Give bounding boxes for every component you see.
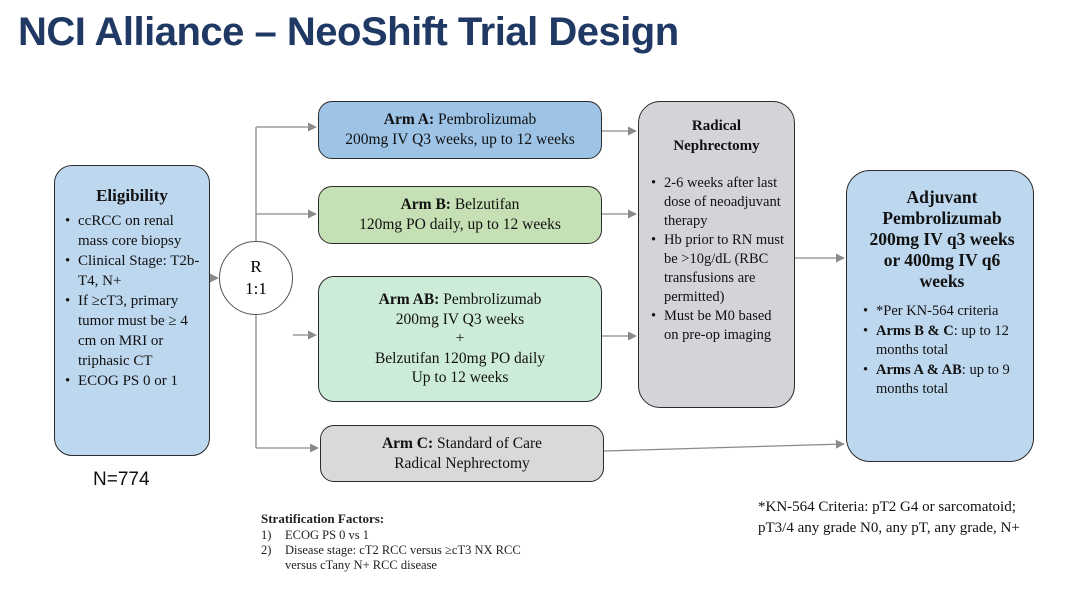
eligibility-item: ccRCC on renal mass core biopsy	[61, 211, 203, 251]
arm-a-dose: 200mg IV Q3 weeks, up to 12 weeks	[345, 131, 575, 148]
footnote-line: pT3/4 any grade N0, any pT, any grade, N…	[758, 520, 1020, 536]
adjuvant-title-line: weeks	[919, 271, 965, 291]
arm-c-name: Arm C:	[381, 435, 434, 452]
eligibility-item: ECOG PS 0 or 1	[61, 371, 203, 391]
stratification-title: Stratification Factors:	[261, 511, 385, 526]
randomization-circle: R 1:1	[219, 241, 293, 315]
arm-ab-box: Arm AB: Pembrolizumab 200mg IV Q3 weeks …	[318, 276, 602, 402]
stratification-text: ECOG PS 0 vs 1	[285, 528, 370, 542]
arm-b-drug: Belzutifan	[450, 196, 520, 213]
arm-ab-name: Arm AB:	[378, 291, 440, 308]
adjuvant-item-arms: Arms A & AB	[876, 362, 962, 378]
nephrectomy-item: Must be M0 based on pre-op imaging	[647, 307, 786, 345]
randomization-ratio: 1:1	[245, 279, 267, 298]
adjuvant-title: Adjuvant Pembrolizumab 200mg IV q3 weeks…	[859, 187, 1025, 292]
nephrectomy-item: 2-6 weeks after last dose of neoadjuvant…	[647, 174, 786, 231]
adjuvant-box: Adjuvant Pembrolizumab 200mg IV q3 weeks…	[846, 170, 1034, 462]
stratification-number: 2)	[261, 543, 272, 557]
arm-ab-drug-2: Belzutifan 120mg PO daily	[374, 349, 546, 367]
nephrectomy-item: Hb prior to RN must be >10g/dL (RBC tran…	[647, 231, 786, 307]
adjuvant-item: Arms A & AB: up to 9 months total	[859, 361, 1025, 399]
stratification-factors: Stratification Factors: 1) ECOG PS 0 vs …	[261, 511, 530, 573]
adjuvant-item-duration: : up to 12 months total	[876, 323, 1009, 358]
adjuvant-title-line: 200mg IV q3 weeks	[869, 229, 1015, 249]
adjuvant-item-arms: Arms B & C	[876, 323, 954, 339]
sample-size: N=774	[93, 469, 150, 490]
arm-ab-plus: +	[455, 330, 465, 347]
kn564-footnote: *KN-564 Criteria: pT2 G4 or sarcomatoid;…	[758, 497, 1020, 539]
stratification-number: 1)	[261, 528, 272, 542]
eligibility-item: Clinical Stage: T2b-T4, N+	[61, 251, 203, 291]
arm-b-name: Arm B:	[400, 196, 451, 213]
adjuvant-list: *Per KN-564 criteria Arms B & C: up to 1…	[859, 302, 1025, 399]
arm-b-box: Arm B: Belzutifan 120mg PO daily, up to …	[318, 186, 602, 244]
stratification-item: 1) ECOG PS 0 vs 1	[261, 528, 530, 543]
adjuvant-item-duration: : up to 9 months total	[876, 362, 1010, 397]
stratification-text: Disease stage: cT2 RCC versus ≥cT3 NX RC…	[285, 543, 521, 572]
arm-c-to-adjuvant-arrow	[603, 439, 845, 452]
arm-c-box: Arm C: Standard of Care Radical Nephrect…	[320, 425, 604, 482]
eligibility-title: Eligibility	[96, 186, 168, 205]
arm-ab-duration: Up to 12 weeks	[411, 369, 509, 386]
nephrectomy-title-line: Radical	[691, 118, 742, 134]
arm-ab-dose-1: 200mg IV Q3 weeks	[395, 310, 525, 328]
arm-b-dose: 120mg PO daily, up to 12 weeks	[359, 216, 561, 233]
eligibility-box: Eligibility ccRCC on renal mass core bio…	[54, 165, 210, 456]
footnote-line: *KN-564 Criteria: pT2 G4 or sarcomatoid;	[758, 499, 1016, 515]
arm-c-desc: Standard of Care	[433, 435, 543, 452]
nephrectomy-box: Radical Nephrectomy 2-6 weeks after last…	[638, 101, 795, 408]
adjuvant-item: Arms B & C: up to 12 months total	[859, 322, 1025, 360]
arm-a-drug: Pembrolizumab	[434, 111, 537, 128]
adjuvant-title-line: Adjuvant	[906, 187, 978, 207]
adjuvant-item: *Per KN-564 criteria	[859, 302, 1025, 321]
arm-a-box: Arm A: Pembrolizumab 200mg IV Q3 weeks, …	[318, 101, 602, 159]
arm-c-procedure: Radical Nephrectomy	[394, 455, 530, 472]
randomization-label: R	[250, 257, 262, 276]
adjuvant-title-line: or 400mg IV q6	[883, 250, 1001, 270]
stratification-item: 2) Disease stage: cT2 RCC versus ≥cT3 NX…	[261, 543, 530, 573]
nephrectomy-list: 2-6 weeks after last dose of neoadjuvant…	[647, 174, 786, 345]
eligibility-list: ccRCC on renal mass core biopsy Clinical…	[61, 211, 203, 391]
slide-title: NCI Alliance – NeoShift Trial Design	[18, 10, 679, 54]
nephrectomy-title: Radical Nephrectomy	[647, 116, 786, 156]
eligibility-item: If ≥cT3, primary tumor must be ≥ 4 cm on…	[61, 291, 203, 371]
adjuvant-title-line: Pembrolizumab	[882, 208, 1002, 228]
nephrectomy-title-line: Nephrectomy	[673, 138, 760, 154]
arm-a-name: Arm A:	[383, 111, 435, 128]
arm-ab-drug-1: Pembrolizumab	[439, 291, 542, 308]
